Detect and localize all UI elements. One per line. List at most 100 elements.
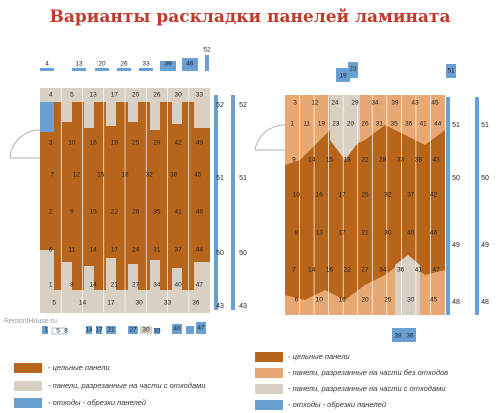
legend-swatch [14, 363, 42, 373]
legend-label: - отходы - обрезки панелей [288, 400, 387, 409]
legend-label: - отходы - обрезки панелей [48, 398, 147, 407]
panel-number: 36 [405, 121, 413, 128]
panel-number: 16 [316, 192, 324, 199]
panel-number: 30 [175, 92, 183, 99]
panel-number: 39 [391, 100, 399, 107]
panel-number: 5 [52, 300, 56, 307]
panel-number: 34 [371, 100, 379, 107]
panel-number: 22 [111, 209, 119, 216]
side-label: 48 [452, 299, 460, 306]
panel-number: 14 [90, 247, 98, 254]
panel-number: 49 [196, 140, 204, 147]
left-layout: 4 13 20 26 33 39 46 52 [9, 47, 247, 335]
panel-number: 17 [339, 192, 347, 199]
left-side-offcut [231, 95, 235, 310]
right-top-cut [330, 95, 360, 160]
panel-number: 11 [69, 247, 76, 254]
panel-number: 20 [361, 297, 369, 304]
legend-label: - панели, разрезанные на части с отходам… [48, 381, 206, 390]
panel-number: 16 [326, 267, 334, 274]
legend-swatch [255, 368, 283, 378]
panel-number: 14 [79, 300, 87, 307]
offcut-label: 52 [203, 47, 211, 54]
offcut-label: 14 [85, 327, 93, 334]
panel-number: 16 [90, 140, 98, 147]
side-label: 50 [481, 175, 489, 182]
panel-number: 41 [175, 209, 183, 216]
panel-number: 8 [70, 282, 74, 289]
legend-swatch [14, 398, 42, 408]
panel-number: 27 [132, 282, 140, 289]
offcut [404, 328, 416, 342]
offcut-label: 23 [349, 66, 357, 73]
side-label: 52 [216, 102, 224, 109]
panel-number: 13 [90, 92, 98, 99]
panel-number: 20 [132, 92, 140, 99]
panel-number: 30 [407, 297, 415, 304]
offcut-label: 38 [394, 333, 402, 340]
left-side-strip [214, 95, 218, 310]
panel-number: 21 [361, 230, 369, 237]
panel-number: 1 [49, 282, 53, 289]
panel-number: 11 [303, 121, 310, 128]
offcut-label: 47 [197, 325, 205, 332]
side-label: 48 [481, 299, 489, 306]
legend-right: - цельные панели - панели, разрезанные н… [255, 352, 448, 410]
panel-number: 28 [132, 209, 140, 216]
panel-number: 22 [361, 157, 369, 164]
offcut [336, 68, 350, 82]
offcut-label: 1 [44, 327, 48, 334]
panel-number: 34 [153, 282, 161, 289]
offcut [392, 328, 404, 342]
panel-number: 18 [344, 157, 352, 164]
legend-swatch [255, 384, 283, 394]
offcut-label: 26 [120, 61, 128, 68]
legend-label: - цельные панели [48, 363, 110, 372]
side-label: 43 [239, 303, 247, 310]
panel-number: 13 [316, 230, 324, 237]
offcut-label: 17 [95, 327, 103, 334]
door-swing-icon [254, 124, 286, 151]
panel-number: 35 [153, 209, 161, 216]
door-swing-icon [9, 129, 41, 159]
offcut-label: 19 [339, 73, 347, 80]
side-label: 49 [481, 242, 489, 249]
panel-number: 24 [331, 100, 339, 107]
offcut-label: 21 [107, 327, 115, 334]
panel-number: 15 [97, 172, 105, 179]
side-label: 50 [216, 250, 224, 257]
offcut-label: 8 [64, 328, 68, 335]
panel-number: 22 [344, 267, 352, 274]
panel-number: 5 [70, 92, 74, 99]
panel-number: 21 [111, 282, 119, 289]
side-label: 49 [452, 242, 460, 249]
left-top-offcuts: 4 13 20 26 33 39 46 52 [40, 47, 211, 71]
panel-number: 10 [293, 192, 301, 199]
panel-number: 38 [170, 172, 178, 179]
panel-number: 12 [311, 100, 319, 107]
panel-number: 12 [73, 172, 81, 179]
panel-number: 24 [132, 247, 140, 254]
panel-number: 40 [175, 282, 183, 289]
panel-number: 17 [111, 92, 119, 99]
panel-number: 23 [332, 121, 340, 128]
legend-label: - цельные панели [288, 352, 350, 361]
page-title: Варианты раскладки панелей ламината [50, 7, 451, 27]
right-top-wave [285, 95, 445, 165]
panel-number: 14 [308, 267, 316, 274]
panel-number: 27 [361, 267, 369, 274]
panel-number: 26 [361, 121, 369, 128]
panel-number: 3 [293, 100, 297, 107]
panel-number: 43 [432, 157, 440, 164]
offcut-label: 51 [447, 68, 455, 75]
side-label: 51 [452, 122, 460, 129]
panel-number: 33 [397, 157, 405, 164]
offcut-label: 5 [56, 328, 60, 335]
panel-number: 19 [111, 140, 119, 147]
offcut [348, 62, 358, 78]
offcut-label: 4 [45, 61, 49, 68]
